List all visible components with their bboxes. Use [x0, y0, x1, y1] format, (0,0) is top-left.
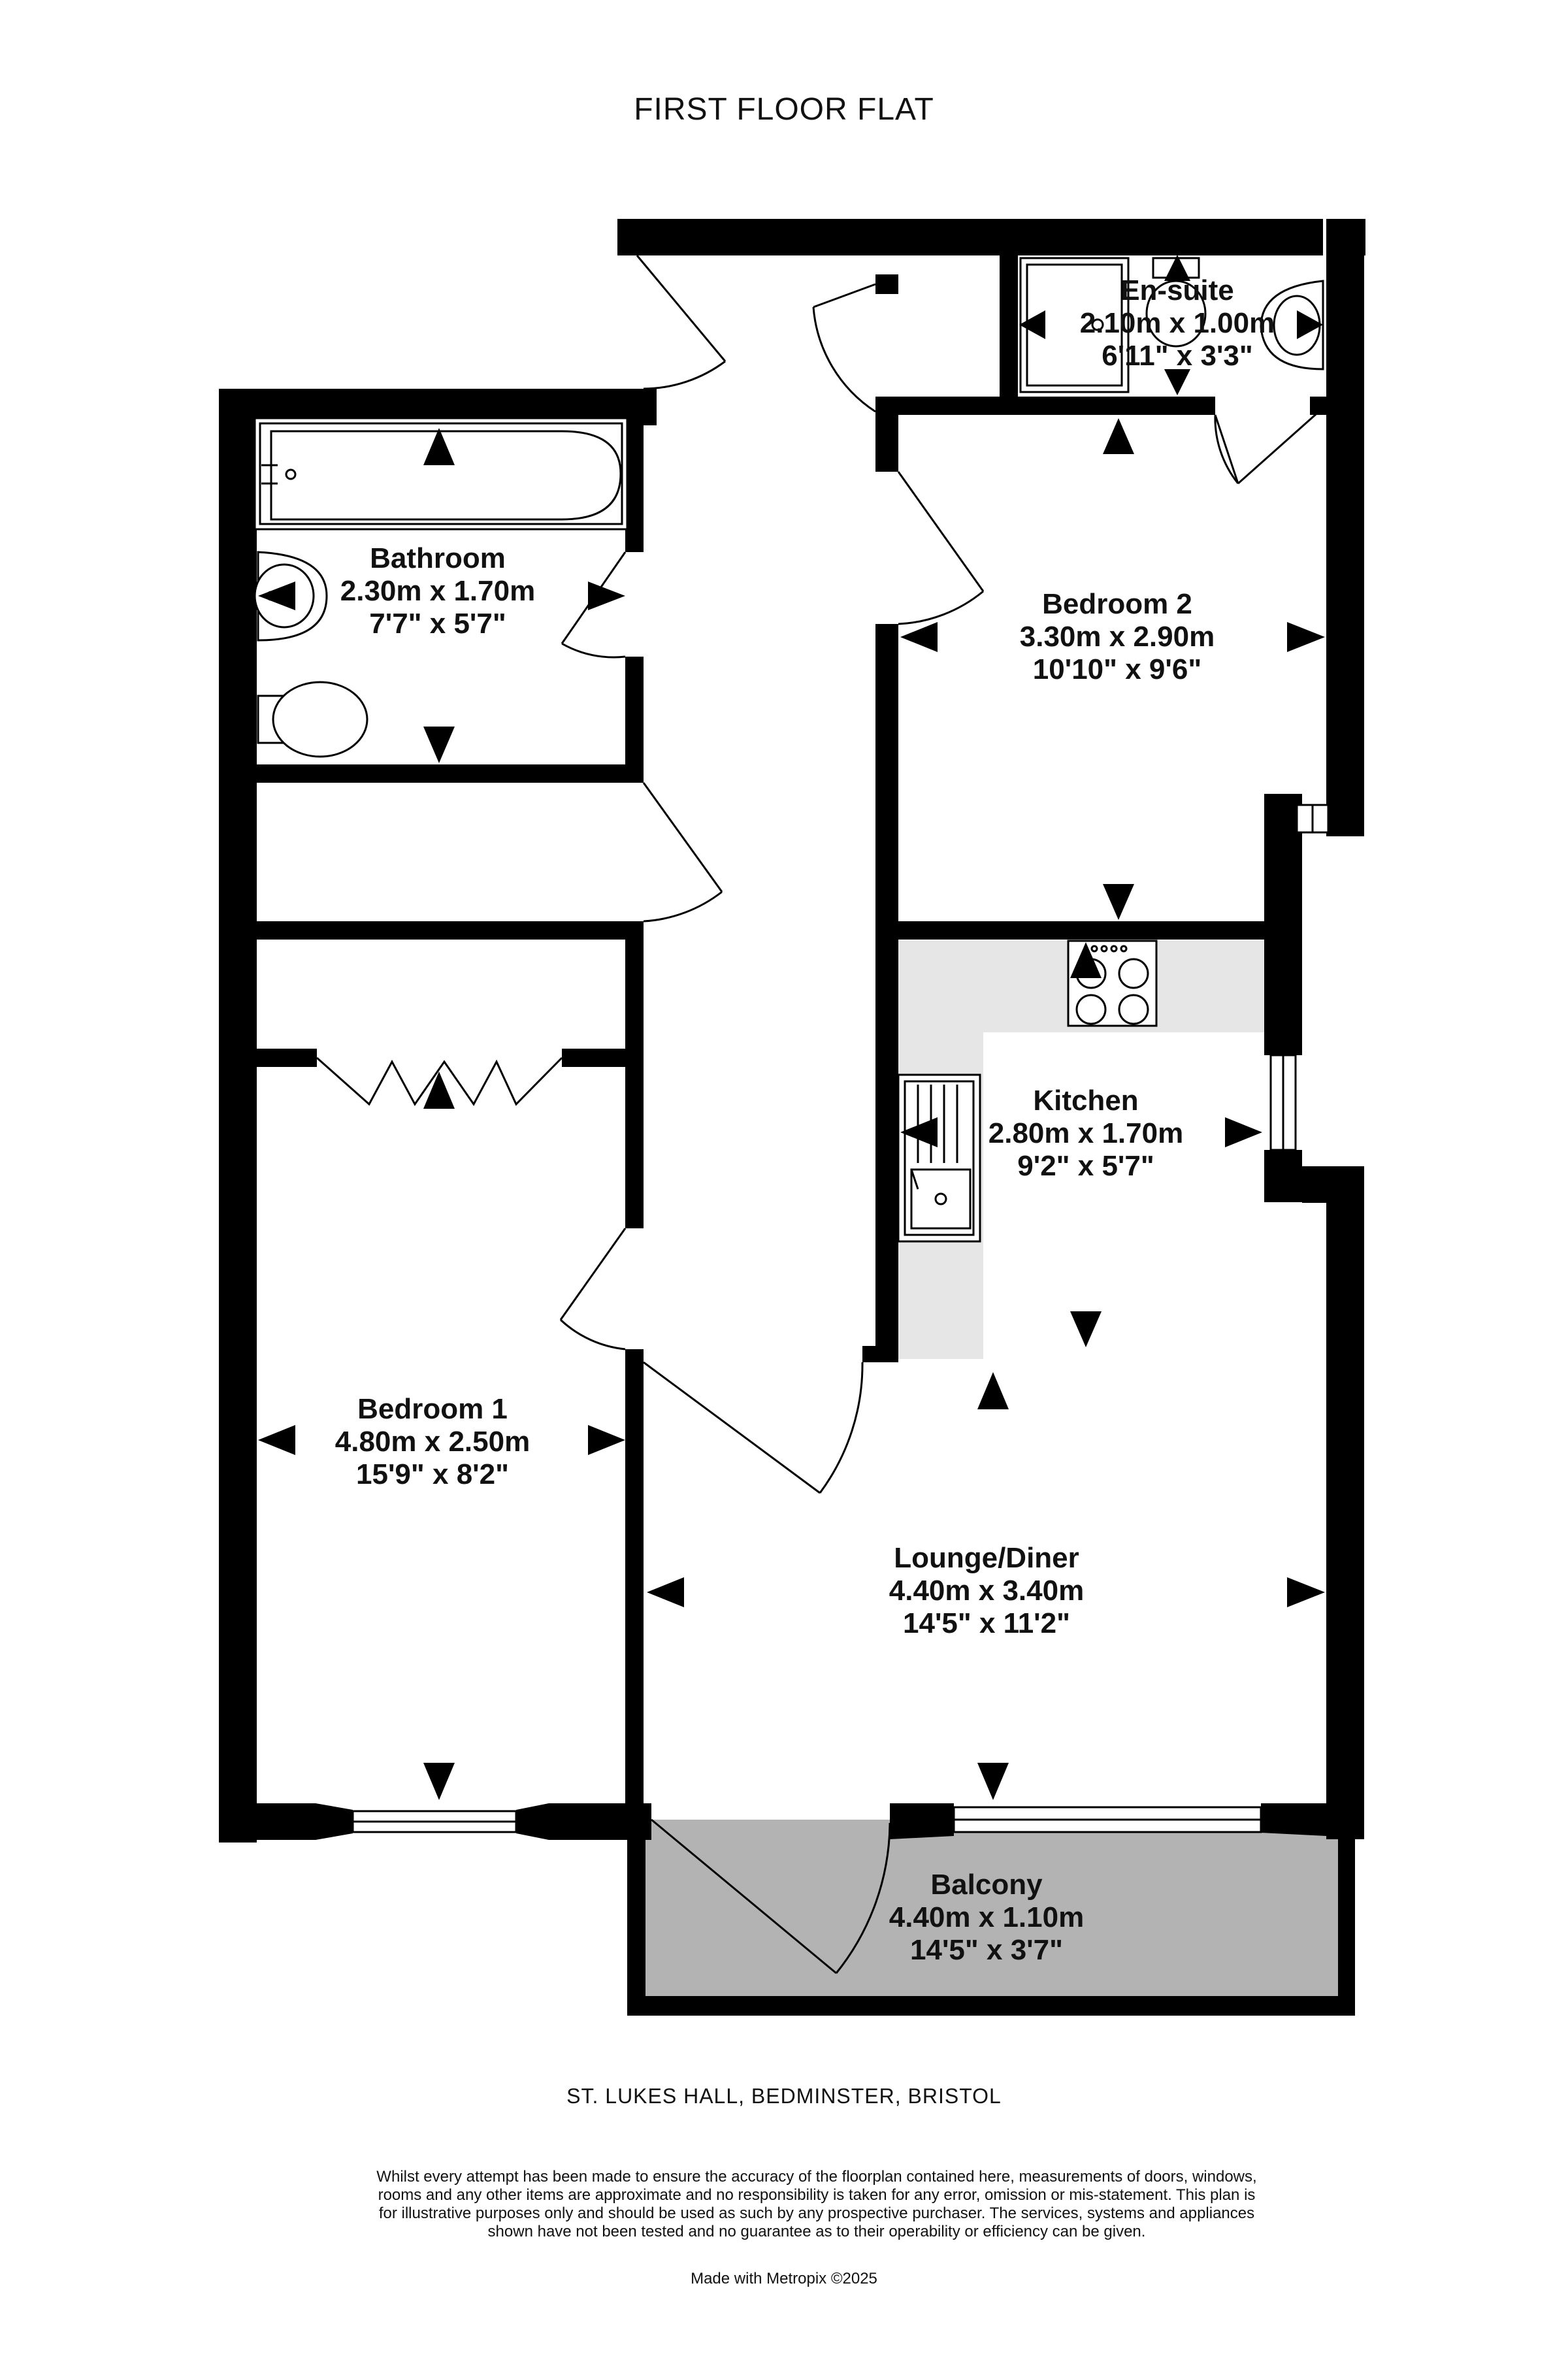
room-name: Balcony: [930, 1869, 1043, 1901]
balcony-floor: [644, 1820, 1343, 1996]
room-metric: 4.40m x 3.40m: [889, 1575, 1085, 1607]
arrow-down-icon: [1164, 369, 1190, 395]
arrow-up-icon: [977, 1372, 1009, 1409]
wall-hall-right-upper: [875, 274, 898, 294]
arrow-left-icon: [647, 1577, 684, 1607]
room-metric: 2.10m x 1.00m: [1079, 307, 1275, 339]
arrow-left-icon: [900, 1117, 938, 1147]
wall-bed1-bottom-jamb-l: [316, 1803, 353, 1840]
room-name: En-suite: [1120, 274, 1234, 306]
wall-bath-right: [625, 389, 644, 552]
room-imperial: 10'10" x 9'6": [1032, 653, 1202, 685]
room-name: Bathroom: [370, 542, 506, 574]
page-title: FIRST FLOOR FLAT: [634, 92, 934, 127]
room-imperial: 14'5" x 11'2": [903, 1607, 1070, 1639]
balcony-wall-bottom: [627, 1996, 1352, 2016]
room-imperial: 6'11" x 3'3": [1102, 340, 1253, 372]
arrow-up-icon: [423, 428, 455, 465]
arrow-left-icon: [1019, 310, 1045, 339]
arrow-right-icon: [588, 1425, 625, 1455]
toilet-icon: [257, 681, 368, 758]
wall-cupboard-right: [625, 921, 644, 1228]
dimension-arrows: [258, 255, 1325, 1800]
wall-lounge-jamb-l: [890, 1803, 954, 1839]
arrow-up-icon: [1103, 418, 1134, 454]
room-label-bedroom1: Bedroom 1 4.80m x 2.50m 15'9" x 8'2": [237, 1393, 629, 1491]
room-imperial: 9'2" x 5'7": [1017, 1150, 1154, 1182]
wall-bath-bottom: [219, 764, 644, 783]
wall-bath-right-low: [625, 657, 644, 781]
wall-left: [219, 389, 257, 1843]
room-name: Bedroom 2: [1042, 588, 1192, 620]
wall-kitchen-right-b: [1264, 1150, 1302, 1202]
balcony-wall-right: [1338, 1829, 1355, 2016]
room-imperial: 7'7" x 5'7": [369, 608, 506, 640]
room-imperial: 14'5" x 3'7": [910, 1934, 1063, 1966]
wall-wardrobe-right: [562, 1049, 644, 1067]
property-address: ST. LUKES HALL, BEDMINSTER, BRISTOL: [566, 2084, 1002, 2108]
arrow-down-icon: [1070, 1311, 1102, 1347]
credit-text: Made with Metropix ©2025: [691, 2270, 877, 2287]
wall-right-upper: [1326, 219, 1364, 836]
sink-icon: [897, 1073, 981, 1243]
arrow-right-icon: [588, 581, 625, 610]
wall-wardrobe-left: [219, 1049, 317, 1067]
arrow-down-icon: [1103, 884, 1134, 920]
room-label-ensuite: En-suite 2.10m x 1.00m 6'11" x 3'3": [981, 274, 1373, 372]
balcony-wall-left: [627, 1829, 645, 2016]
arrow-left-icon: [258, 1425, 295, 1455]
room-label-balcony: Balcony 4.40m x 1.10m 14'5" x 3'7": [791, 1869, 1183, 1967]
doors: [316, 255, 1327, 1974]
arrow-left-icon: [900, 622, 938, 652]
disclaimer-text: Whilst every attempt has been made to en…: [376, 2168, 1257, 2240]
room-metric: 2.80m x 1.70m: [988, 1117, 1184, 1149]
wall-bed1-right: [625, 1349, 644, 1820]
wall-kitchen-right-a: [1264, 794, 1302, 1055]
wall-cupboard-bottom: [219, 921, 644, 940]
wall-bed1-bottom-left: [219, 1803, 316, 1840]
room-label-bathroom: Bathroom 2.30m x 1.70m 7'7" x 5'7": [242, 542, 634, 640]
room-metric: 3.30m x 2.90m: [1019, 621, 1215, 653]
arrow-down-icon: [977, 1763, 1009, 1800]
walls: [219, 219, 1365, 2016]
room-label-bedroom2: Bedroom 2 3.30m x 2.90m 10'10" x 9'6": [921, 588, 1313, 686]
room-metric: 4.40m x 1.10m: [889, 1901, 1085, 1933]
arrow-left-icon: [258, 581, 295, 610]
room-metric: 2.30m x 1.70m: [340, 575, 536, 607]
wall-ensuite-left: [1000, 219, 1018, 408]
wall-bed2-bottom: [875, 921, 1274, 940]
arrow-up-icon: [423, 1072, 455, 1109]
arrow-right-icon: [1287, 622, 1325, 652]
room-name: Kitchen: [1033, 1085, 1139, 1117]
wall-hall-right-a: [875, 397, 898, 472]
arrow-down-icon: [423, 727, 455, 763]
arrow-down-icon: [423, 1763, 455, 1800]
windows: [351, 804, 1330, 1833]
wall-bed2-left: [875, 624, 898, 1362]
room-metric: 4.80m x 2.50m: [335, 1426, 531, 1458]
room-imperial: 15'9" x 8'2": [356, 1458, 509, 1490]
wall-lounge-jamb-r: [1261, 1803, 1326, 1836]
arrow-right-icon: [1287, 1577, 1325, 1607]
wall-ensuite-bottom: [875, 397, 1215, 415]
room-name: Bedroom 1: [357, 1393, 508, 1425]
wall-top: [617, 219, 1323, 255]
arrow-up-icon: [1070, 942, 1102, 978]
room-label-kitchen: Kitchen 2.80m x 1.70m 9'2" x 5'7": [890, 1085, 1282, 1183]
wall-bed2-left-stub: [862, 1346, 898, 1362]
arrow-up-icon: [1164, 255, 1190, 281]
room-name: Lounge/Diner: [894, 1542, 1079, 1574]
arrow-right-icon: [1297, 310, 1323, 339]
wall-bed1-bottom-jamb-r: [516, 1803, 549, 1840]
wall-right-lower: [1326, 1166, 1364, 1839]
room-label-lounge: Lounge/Diner 4.40m x 3.40m 14'5" x 11'2": [791, 1542, 1183, 1640]
arrow-right-icon: [1225, 1117, 1262, 1147]
fixtures: [253, 257, 1324, 1243]
bath-icon: [253, 417, 629, 531]
